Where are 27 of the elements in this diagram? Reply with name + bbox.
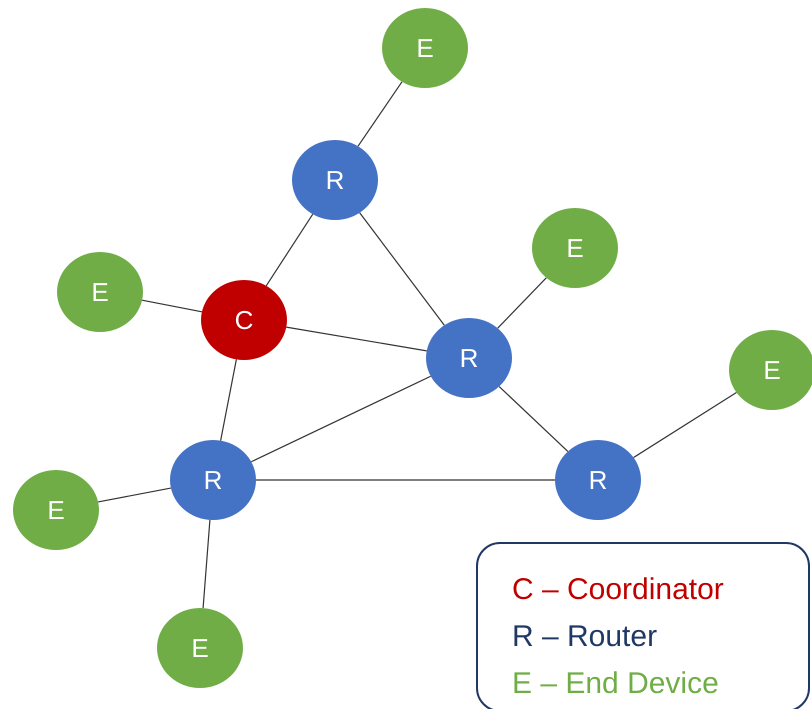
connection-line bbox=[256, 479, 555, 481]
node-label: R bbox=[326, 164, 344, 196]
node-label: E bbox=[191, 632, 209, 664]
node-label: C bbox=[234, 304, 254, 336]
connection-line bbox=[142, 300, 202, 312]
node-label: R bbox=[460, 342, 478, 374]
connection-line bbox=[497, 277, 547, 329]
connection-line bbox=[633, 392, 737, 458]
node-label: R bbox=[204, 464, 222, 496]
node-label: E bbox=[91, 276, 109, 308]
connection-line bbox=[220, 359, 237, 441]
connection-line bbox=[98, 487, 171, 503]
node-label: E bbox=[416, 32, 434, 64]
node-label: E bbox=[566, 232, 584, 264]
node-label: R bbox=[588, 464, 608, 496]
connection-line bbox=[251, 376, 431, 462]
legend-entry: R – Router bbox=[512, 619, 658, 655]
node-label: E bbox=[47, 494, 65, 526]
node-label: E bbox=[763, 354, 781, 386]
connection-line bbox=[202, 520, 211, 608]
connection-line bbox=[286, 326, 427, 352]
connection-line bbox=[359, 212, 445, 326]
connection-line bbox=[498, 386, 568, 452]
legend-entry: C – Coordinator bbox=[512, 572, 725, 608]
connection-line bbox=[266, 214, 314, 286]
legend-entry: E – End Device bbox=[512, 666, 720, 702]
connection-line bbox=[358, 81, 402, 147]
